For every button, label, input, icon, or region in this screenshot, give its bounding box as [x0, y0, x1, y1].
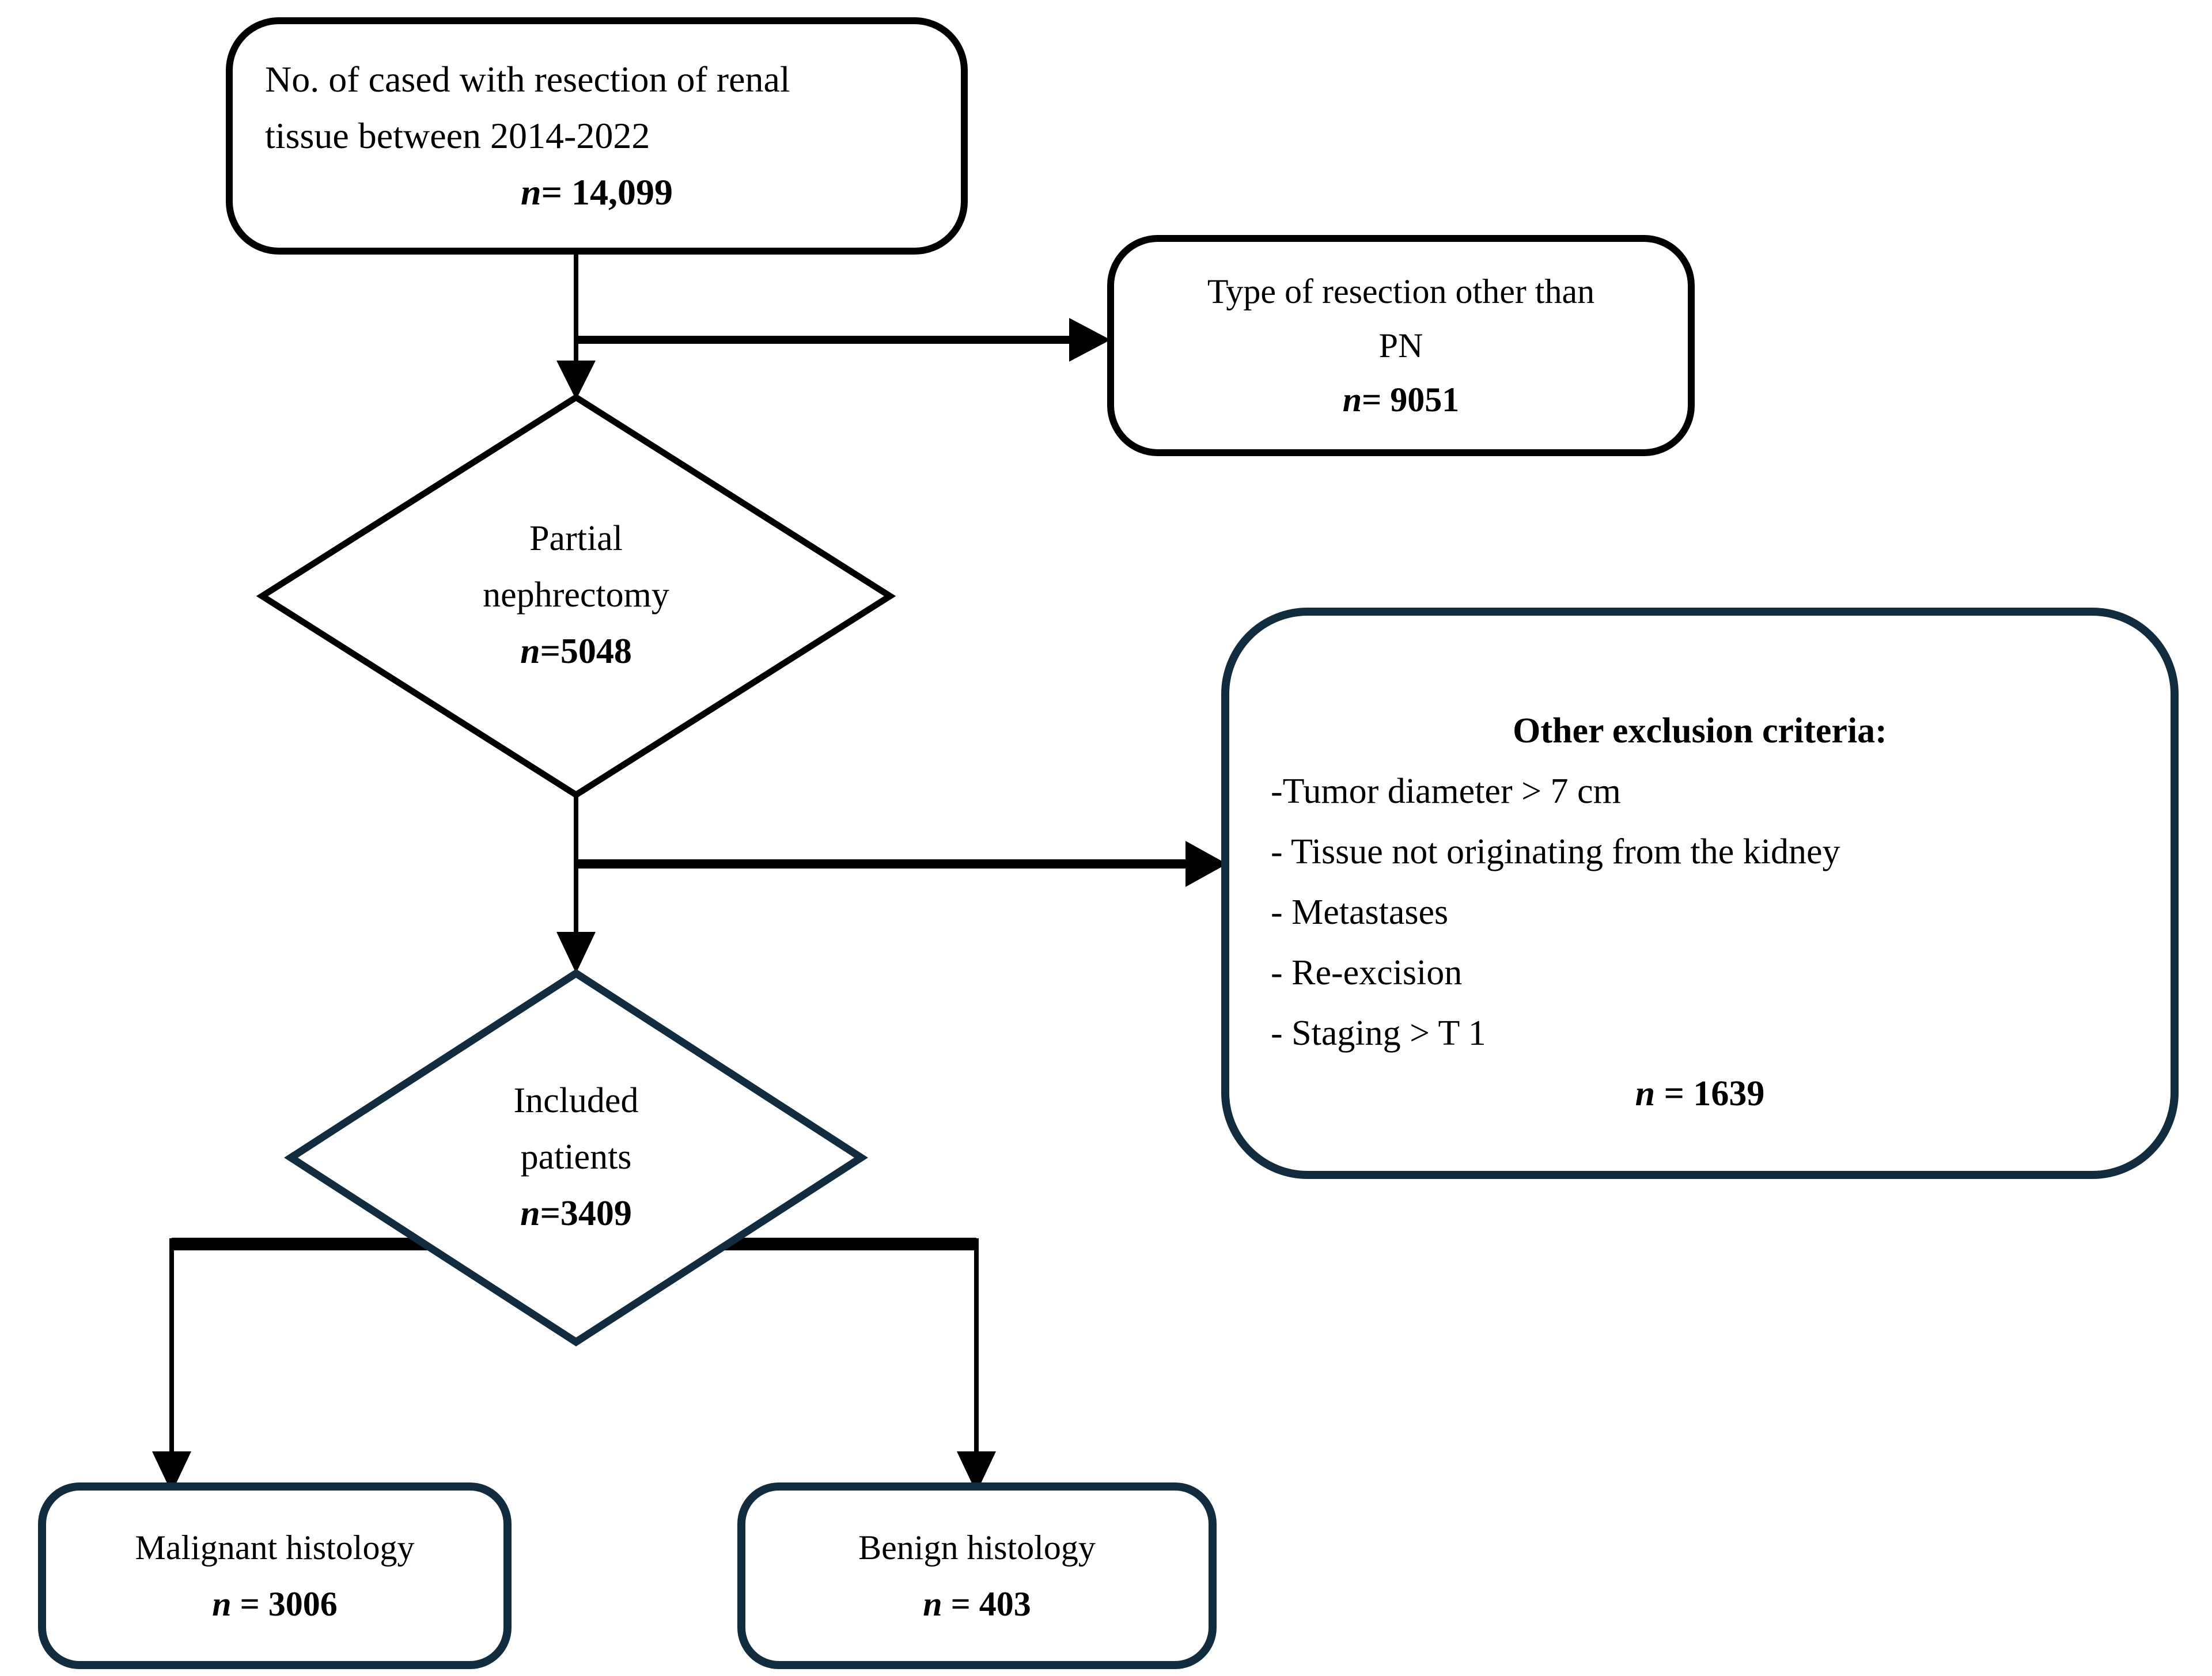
- n-value: = 9051: [1362, 381, 1460, 419]
- other-resection-line1: Type of resection other than: [1207, 272, 1595, 310]
- box-other-resection: Type of resection other than PN n= 9051: [1107, 235, 1695, 456]
- malignant-n: n = 3006: [46, 1576, 503, 1632]
- decision-diamond-included-patients: [284, 969, 868, 1347]
- malignant-label: Malignant histology: [135, 1529, 415, 1567]
- total-cases-line1: No. of cased with resection of renal: [265, 59, 790, 100]
- arrowhead-down-benign-box: [957, 1451, 996, 1493]
- n-symbol: n: [1342, 381, 1362, 419]
- n-value: = 403: [942, 1585, 1031, 1623]
- partial-line2: nephrectomy: [483, 575, 669, 615]
- exclusion-title: Other exclusion criteria:: [1513, 711, 1887, 750]
- n-symbol: n: [212, 1585, 232, 1623]
- included-line1: Included: [513, 1081, 639, 1120]
- included-n: n=3409: [374, 1185, 778, 1242]
- arrowhead-right-exclusion-box: [1185, 841, 1227, 887]
- benign-label: Benign histology: [858, 1529, 1096, 1567]
- exclusion-item-staging: - Staging > T 1: [1271, 1014, 1486, 1053]
- box-exclusion-criteria: Other exclusion criteria: -Tumor diamete…: [1221, 608, 2179, 1179]
- n-symbol: n: [923, 1585, 942, 1623]
- exclusion-n: n = 1639: [1271, 1064, 2129, 1124]
- box-malignant-histology: Malignant histology n = 3006: [38, 1482, 512, 1669]
- total-cases-line2: tissue between 2014-2022: [265, 115, 650, 156]
- n-value: = 3006: [231, 1585, 338, 1623]
- n-symbol: n: [1635, 1074, 1656, 1113]
- n-value: =5048: [540, 632, 632, 671]
- exclusion-item-tissue-origin: - Tissue not originating from the kidney: [1271, 832, 1840, 871]
- partial-n: n=5048: [374, 623, 778, 680]
- arrowhead-right-pn-box: [1069, 318, 1111, 362]
- included-line2: patients: [520, 1137, 632, 1177]
- arrowhead-down-diamond2: [556, 932, 596, 973]
- n-value: = 14,099: [541, 172, 673, 213]
- box-benign-histology: Benign histology n = 403: [737, 1482, 1217, 1669]
- other-resection-n: n= 9051: [1114, 373, 1688, 427]
- n-value: =3409: [540, 1194, 632, 1233]
- benign-n: n = 403: [745, 1576, 1209, 1632]
- box-total-cases: No. of cased with resection of renal tis…: [226, 17, 968, 255]
- exclusion-item-re-excision: - Re-excision: [1271, 953, 1463, 992]
- n-symbol: n: [520, 172, 541, 213]
- other-resection-line2: PN: [1378, 327, 1423, 365]
- n-symbol: n: [520, 632, 540, 671]
- arrowhead-down-malignant-box: [152, 1451, 191, 1493]
- exclusion-item-metastases: - Metastases: [1271, 893, 1449, 932]
- partial-nephrectomy-label: Partial nephrectomy n=5048: [374, 510, 778, 680]
- decision-diamond-partial-nephrectomy: [256, 393, 896, 799]
- total-cases-n: n= 14,099: [265, 164, 929, 221]
- arrowhead-down-diamond1: [556, 361, 596, 400]
- partial-line1: Partial: [529, 519, 623, 558]
- included-patients-label: Included patients n=3409: [374, 1072, 778, 1242]
- n-value: = 1639: [1655, 1074, 1765, 1113]
- exclusion-item-tumor-diameter: -Tumor diameter > 7 cm: [1271, 772, 1621, 811]
- n-symbol: n: [520, 1194, 540, 1233]
